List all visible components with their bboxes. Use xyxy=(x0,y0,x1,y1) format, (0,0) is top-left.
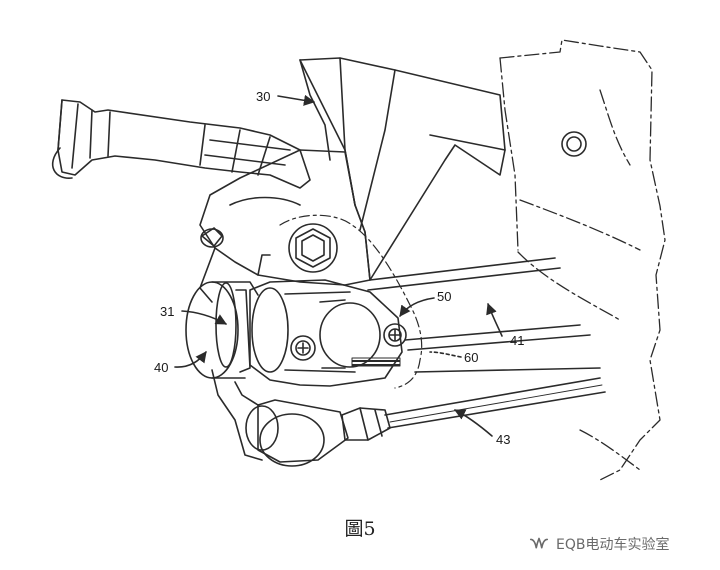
small-bolt xyxy=(200,227,224,248)
figure-caption: 圖5 xyxy=(344,518,376,540)
lower-bracket xyxy=(199,149,371,303)
leader-30 xyxy=(277,94,316,106)
label-50: 50 xyxy=(437,289,451,304)
cylinder-40 xyxy=(185,281,259,379)
wechat-channel-icon xyxy=(529,537,549,549)
label-30: 30 xyxy=(256,89,270,104)
sensor-zone-phantom xyxy=(279,214,423,389)
pedal-arm xyxy=(51,99,311,189)
label-60: 60 xyxy=(464,350,478,365)
leader-60 xyxy=(429,351,462,358)
link-arm xyxy=(211,369,263,461)
rod-end xyxy=(245,399,349,467)
vehicle-frame-phantom xyxy=(499,39,666,481)
hex-bolt xyxy=(288,223,338,273)
rail-41 xyxy=(367,257,601,373)
watermark-text: EQB电动车实验室 xyxy=(556,537,670,553)
sensor-cable xyxy=(351,357,401,367)
leader-31 xyxy=(181,310,227,325)
label-40: 40 xyxy=(154,360,168,375)
rod-nut xyxy=(341,407,391,441)
body-mount-hole xyxy=(561,131,587,157)
leader-41 xyxy=(486,302,503,337)
leader-50 xyxy=(399,297,435,317)
label-41: 41 xyxy=(510,333,524,348)
leader-43 xyxy=(453,409,493,437)
label-43: 43 xyxy=(496,432,510,447)
rod-43 xyxy=(384,377,606,429)
leader-40 xyxy=(174,351,207,368)
screw-right xyxy=(383,323,407,347)
sensor-cap-50 xyxy=(319,299,381,369)
screw-left xyxy=(290,335,316,361)
watermark: EQB电动车实验室 xyxy=(528,533,669,555)
label-31: 31 xyxy=(160,304,174,319)
